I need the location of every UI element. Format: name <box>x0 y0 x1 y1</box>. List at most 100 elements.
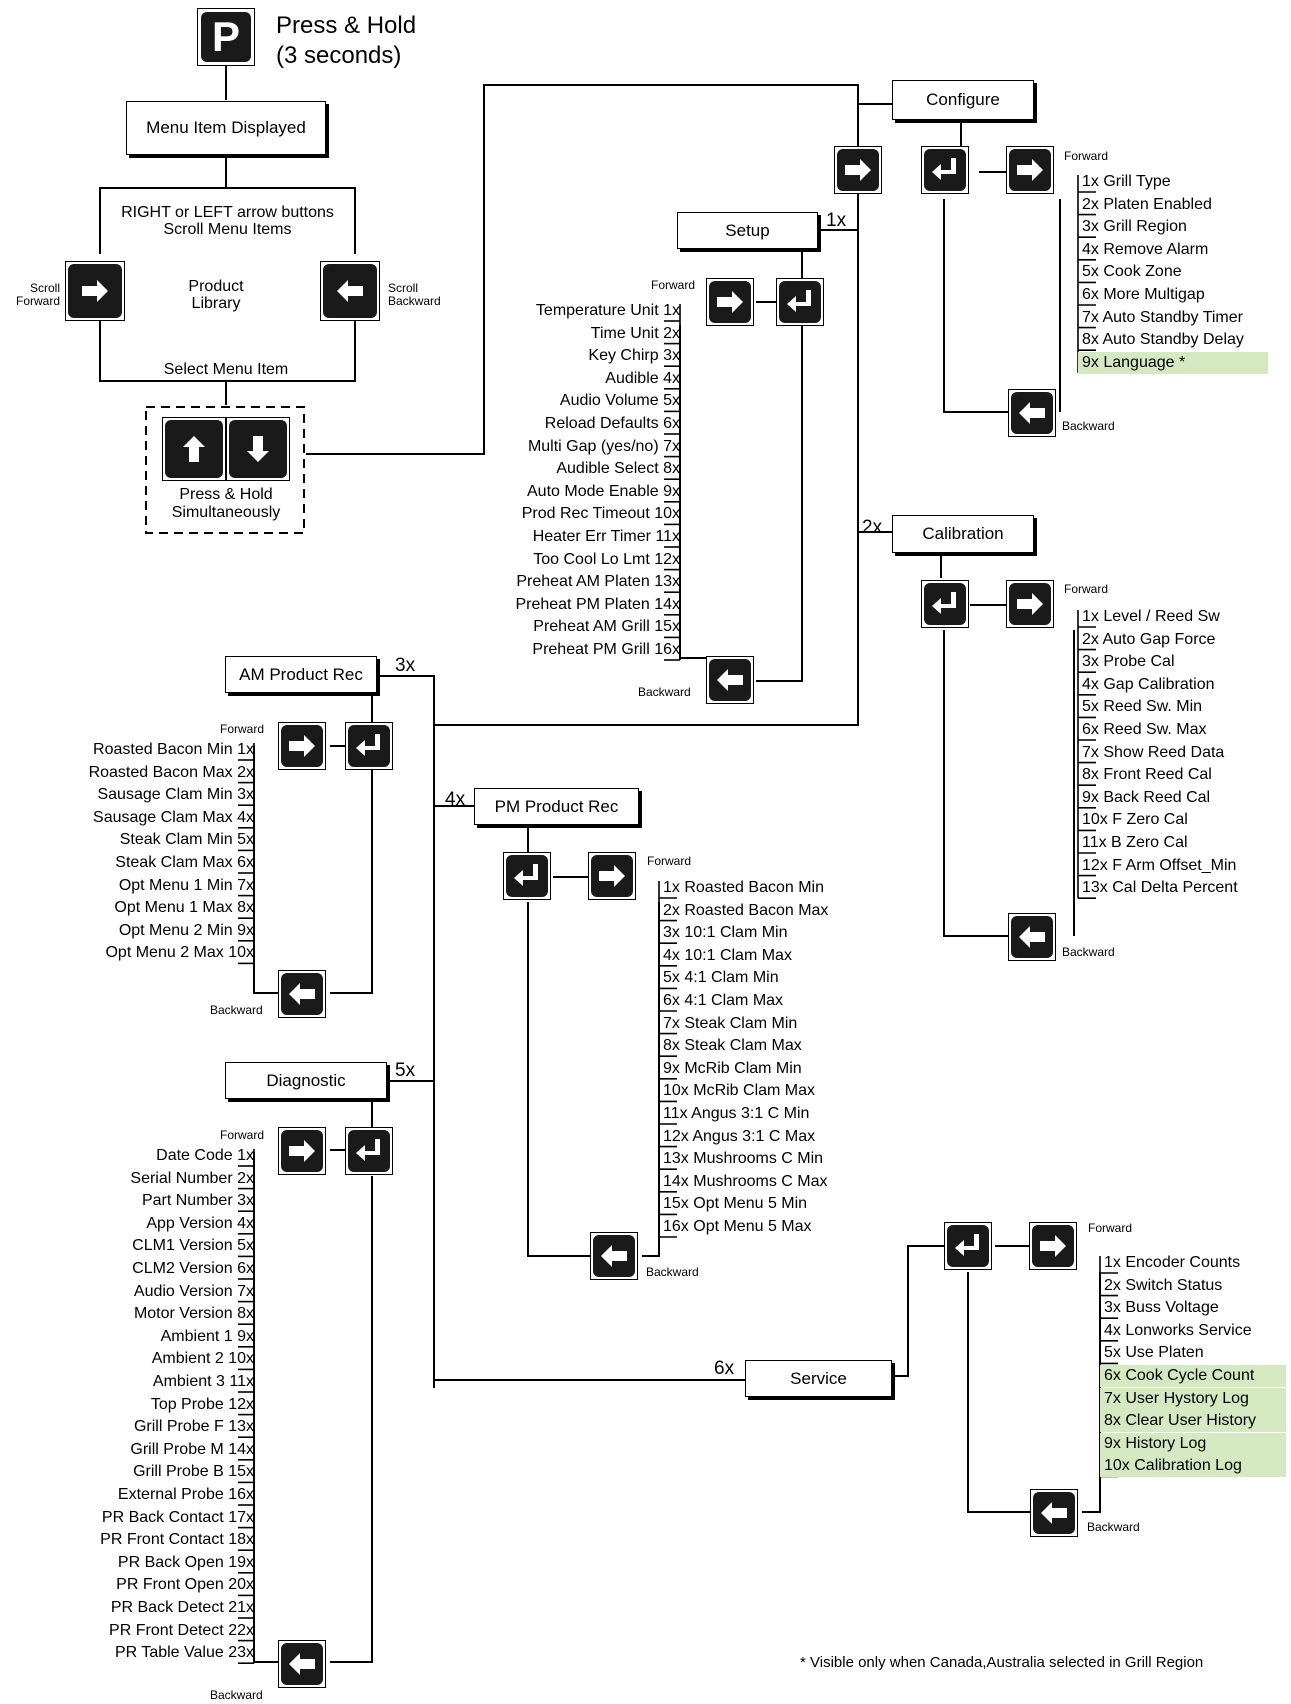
service-item[interactable]: 10x Calibration Log <box>1100 1455 1286 1478</box>
am-enter-button[interactable] <box>345 722 393 770</box>
setup-item[interactable]: Reload Defaults 6x <box>390 415 680 433</box>
diagnostic-item[interactable]: CLM1 Version 5x <box>0 1237 254 1255</box>
diagnostic-item[interactable]: PR Front Detect 22x <box>0 1622 254 1640</box>
calibration-item[interactable]: 5x Reed Sw. Min <box>1082 698 1202 716</box>
setup-item[interactable]: Auto Mode Enable 9x <box>390 483 680 501</box>
am-forward-button[interactable] <box>278 722 326 770</box>
am-item[interactable]: Opt Menu 1 Max 8x <box>0 899 254 917</box>
pm-item[interactable]: 9x McRib Clam Min <box>663 1060 802 1078</box>
service-item[interactable]: 3x Buss Voltage <box>1104 1299 1219 1317</box>
calibration-forward-button[interactable] <box>1006 580 1054 628</box>
am-item[interactable]: Opt Menu 1 Min 7x <box>0 877 254 895</box>
setup-item[interactable]: Audible 4x <box>390 370 680 388</box>
setup-item[interactable]: Audible Select 8x <box>390 460 680 478</box>
setup-backward-button[interactable] <box>706 656 754 704</box>
calibration-item[interactable]: 11x B Zero Cal <box>1082 834 1188 852</box>
diagnostic-item[interactable]: PR Front Contact 18x <box>0 1531 254 1549</box>
diagnostic-item[interactable]: Serial Number 2x <box>0 1170 254 1188</box>
diagnostic-item[interactable]: PR Table Value 23x <box>0 1644 254 1662</box>
diagnostic-item[interactable]: Date Code 1x <box>0 1147 254 1165</box>
down-arrow-button[interactable] <box>226 417 290 481</box>
am-item[interactable]: Roasted Bacon Max 2x <box>0 764 254 782</box>
am-backward-button[interactable] <box>278 970 326 1018</box>
setup-item[interactable]: Preheat PM Grill 16x <box>390 641 680 659</box>
pm-item[interactable]: 3x 10:1 Clam Min <box>663 924 788 942</box>
configure-item[interactable]: 7x Auto Standby Timer <box>1082 309 1243 327</box>
pm-item[interactable]: 5x 4:1 Clam Min <box>663 969 779 987</box>
pm-item[interactable]: 15x Opt Menu 5 Min <box>663 1195 807 1213</box>
calibration-item[interactable]: 1x Level / Reed Sw <box>1082 608 1220 626</box>
service-forward-button[interactable] <box>1029 1222 1077 1270</box>
service-item[interactable]: 1x Encoder Counts <box>1104 1254 1240 1272</box>
diagnostic-item[interactable]: Grill Probe F 13x <box>0 1418 254 1436</box>
setup-item[interactable]: Time Unit 2x <box>390 325 680 343</box>
setup-item[interactable]: Prod Rec Timeout 10x <box>390 505 680 523</box>
diagnostic-item[interactable]: Part Number 3x <box>0 1192 254 1210</box>
diagnostic-item[interactable]: Ambient 1 9x <box>0 1328 254 1346</box>
diag-forward-button[interactable] <box>278 1127 326 1175</box>
pm-item[interactable]: 4x 10:1 Clam Max <box>663 947 792 965</box>
am-item[interactable]: Steak Clam Max 6x <box>0 854 254 872</box>
configure-item[interactable]: 9x Language * <box>1078 351 1268 374</box>
diagnostic-item[interactable]: Top Probe 12x <box>0 1396 254 1414</box>
calibration-item[interactable]: 10x F Zero Cal <box>1082 811 1188 829</box>
am-product-rec-box[interactable]: AM Product Rec <box>225 656 377 693</box>
setup-item[interactable]: Preheat PM Platen 14x <box>390 596 680 614</box>
pm-item[interactable]: 10x McRib Clam Max <box>663 1082 815 1100</box>
calibration-item[interactable]: 8x Front Reed Cal <box>1082 766 1212 784</box>
diagnostic-item[interactable]: CLM2 Version 6x <box>0 1260 254 1278</box>
setup-box[interactable]: Setup <box>677 212 818 249</box>
configure-item[interactable]: 2x Platen Enabled <box>1082 196 1212 214</box>
setup-forward-button[interactable] <box>706 278 754 326</box>
diagnostic-item[interactable]: PR Front Open 20x <box>0 1576 254 1594</box>
diagnostic-item[interactable]: Ambient 2 10x <box>0 1350 254 1368</box>
diagnostic-item[interactable]: Grill Probe B 15x <box>0 1463 254 1481</box>
setup-item[interactable]: Key Chirp 3x <box>390 347 680 365</box>
pm-item[interactable]: 6x 4:1 Clam Max <box>663 992 783 1010</box>
setup-enter-button[interactable] <box>776 278 824 326</box>
am-item[interactable]: Roasted Bacon Min 1x <box>0 741 254 759</box>
diagnostic-item[interactable]: PR Back Contact 17x <box>0 1509 254 1527</box>
diagnostic-box[interactable]: Diagnostic <box>225 1062 387 1099</box>
setup-item[interactable]: Preheat AM Platen 13x <box>390 573 680 591</box>
diagnostic-item[interactable]: PR Back Detect 21x <box>0 1599 254 1617</box>
diagnostic-item[interactable]: Motor Version 8x <box>0 1305 254 1323</box>
setup-item[interactable]: Audio Volume 5x <box>390 392 680 410</box>
setup-item[interactable]: Preheat AM Grill 15x <box>390 618 680 636</box>
service-item[interactable]: 8x Clear User History <box>1100 1410 1286 1433</box>
configure-enter-right-button[interactable] <box>834 146 882 194</box>
setup-item[interactable]: Too Cool Lo Lmt 12x <box>390 551 680 569</box>
calibration-box[interactable]: Calibration <box>892 515 1034 553</box>
pm-backward-button[interactable] <box>590 1232 638 1280</box>
pm-item[interactable]: 1x Roasted Bacon Min <box>663 879 824 897</box>
diagnostic-item[interactable]: App Version 4x <box>0 1215 254 1233</box>
scroll-forward-button[interactable] <box>65 261 125 321</box>
am-item[interactable]: Opt Menu 2 Max 10x <box>0 944 254 962</box>
service-box[interactable]: Service <box>745 1360 892 1397</box>
diagnostic-item[interactable]: Ambient 3 11x <box>0 1373 254 1391</box>
diagnostic-item[interactable]: Grill Probe M 14x <box>0 1441 254 1459</box>
service-backward-button[interactable] <box>1030 1489 1078 1537</box>
diagnostic-item[interactable]: External Probe 16x <box>0 1486 254 1504</box>
pm-forward-button[interactable] <box>588 852 636 900</box>
service-enter-button[interactable] <box>944 1222 992 1270</box>
service-item[interactable]: 7x User Hystory Log <box>1100 1387 1286 1410</box>
pm-item[interactable]: 8x Steak Clam Max <box>663 1037 802 1055</box>
setup-item[interactable]: Multi Gap (yes/no) 7x <box>390 438 680 456</box>
calibration-item[interactable]: 13x Cal Delta Percent <box>1082 879 1238 897</box>
am-item[interactable]: Opt Menu 2 Min 9x <box>0 922 254 940</box>
service-item[interactable]: 4x Lonworks Service <box>1104 1322 1252 1340</box>
service-item[interactable]: 6x Cook Cycle Count <box>1100 1365 1286 1387</box>
am-item[interactable]: Sausage Clam Min 3x <box>0 786 254 804</box>
configure-item[interactable]: 8x Auto Standby Delay <box>1082 331 1244 349</box>
pm-item[interactable]: 16x Opt Menu 5 Max <box>663 1218 812 1236</box>
service-item[interactable]: 5x Use Platen <box>1104 1344 1204 1362</box>
diag-backward-button[interactable] <box>278 1640 326 1688</box>
configure-item[interactable]: 3x Grill Region <box>1082 218 1187 236</box>
pm-item[interactable]: 2x Roasted Bacon Max <box>663 902 828 920</box>
configure-box[interactable]: Configure <box>892 80 1034 120</box>
am-item[interactable]: Sausage Clam Max 4x <box>0 809 254 827</box>
service-item[interactable]: 2x Switch Status <box>1104 1277 1222 1295</box>
diag-enter-button[interactable] <box>345 1127 393 1175</box>
pm-item[interactable]: 13x Mushrooms C Min <box>663 1150 823 1168</box>
